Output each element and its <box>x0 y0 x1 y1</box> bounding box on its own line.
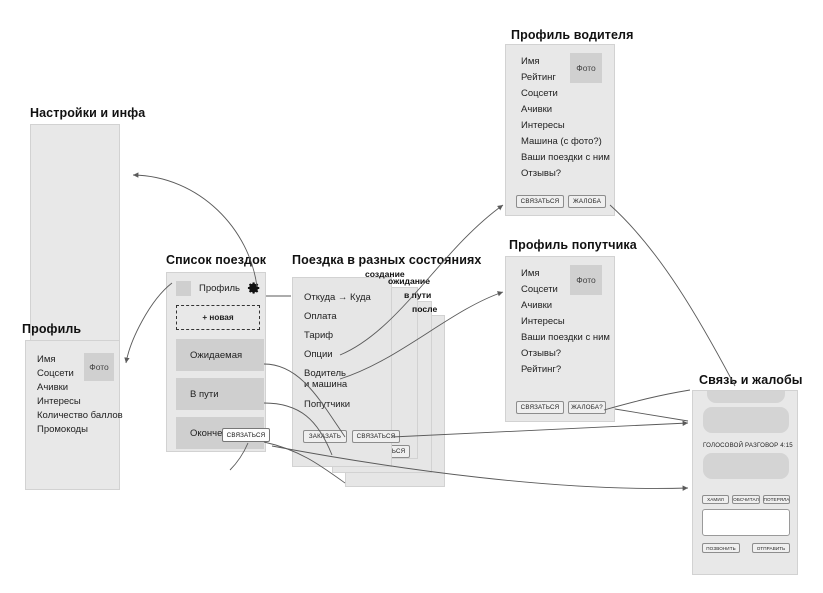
chat-bubble-incoming-2 <box>703 407 789 433</box>
trip-list-title: Список поездок <box>166 253 267 267</box>
trip-list-contact-tooltip[interactable]: СВЯЗАТЬСЯ <box>222 428 270 442</box>
passenger-field-trips: Ваши поездки с ним <box>521 332 610 343</box>
message-input[interactable] <box>702 509 790 536</box>
state-label-after: после <box>412 304 438 314</box>
gear-icon[interactable] <box>247 281 261 295</box>
profile-field-social: Соцсети <box>37 368 74 379</box>
passenger-field-achievements: Ачивки <box>521 300 553 311</box>
new-trip-button[interactable]: + новая <box>176 305 260 330</box>
passenger-contact-button[interactable]: СВЯЗАТЬСЯ <box>516 401 564 414</box>
profile-panel[interactable]: Фото Имя Соцсети Ачивки Интересы Количес… <box>25 340 123 490</box>
profile-field-name: Имя <box>37 354 56 365</box>
driver-field-trips: Ваши поездки с ним <box>521 152 610 163</box>
state-label-inprogress: в пути <box>404 290 432 300</box>
trip-field-payment: Оплата <box>304 311 337 322</box>
state-label-creation: создание <box>365 269 405 279</box>
profile-photo[interactable]: Фото <box>84 353 114 381</box>
trip-field-options: Опции <box>304 349 333 360</box>
trip-field-companions: Попутчики <box>304 399 351 410</box>
settings-panel[interactable] <box>30 124 120 356</box>
profile-field-promocodes: Промокоды <box>37 424 88 435</box>
passenger-photo[interactable]: Фото <box>570 265 602 295</box>
avatar <box>176 281 191 296</box>
complaint-tag-overcharged[interactable]: ОБСЧИТАЛ <box>732 495 760 504</box>
passenger-field-interests: Интересы <box>521 316 565 327</box>
passenger-field-name: Имя <box>521 268 540 279</box>
passenger-profile-panel[interactable]: Фото Имя Соцсети Ачивки Интересы Ваши по… <box>505 256 615 422</box>
profile-panel-title: Профиль <box>22 322 82 336</box>
passenger-field-social: Соцсети <box>521 284 558 295</box>
passenger-complaint-button[interactable]: ЖАЛОБА? <box>568 401 606 414</box>
complaint-tag-rude[interactable]: ХАМИЛ <box>702 495 729 504</box>
trip-list-panel[interactable]: Профиль + новая Ожидаемая В пути Окончен <box>166 272 266 452</box>
driver-photo[interactable]: Фото <box>570 53 602 83</box>
driver-profile-panel[interactable]: Фото Имя Рейтинг Соцсети Ачивки Интересы… <box>505 44 615 216</box>
send-button[interactable]: ОТПРАВИТЬ <box>752 543 790 553</box>
call-button[interactable]: ПОЗВОНИТЬ <box>702 543 740 553</box>
driver-field-social: Соцсети <box>521 88 558 99</box>
chat-bubble-incoming-3 <box>703 453 789 479</box>
driver-field-interests: Интересы <box>521 120 565 131</box>
settings-panel-title: Настройки и инфа <box>30 106 146 120</box>
profile-field-points: Количество баллов <box>37 410 123 421</box>
chat-bubble-incoming-1 <box>707 391 785 403</box>
driver-field-rating: Рейтинг <box>521 72 556 83</box>
driver-complaint-button[interactable]: ЖАЛОБА <box>568 195 606 208</box>
trip-states-title: Поездка в разных состояниях <box>292 253 482 267</box>
trip-field-tariff: Тариф <box>304 330 334 341</box>
driver-profile-title: Профиль водителя <box>511 28 634 42</box>
trip-field-driver-car: и машина <box>304 379 348 390</box>
complaint-tag-lost[interactable]: ПОТЕРЯЛА <box>763 495 790 504</box>
profile-field-achievements: Ачивки <box>37 382 69 393</box>
driver-field-achievements: Ачивки <box>521 104 553 115</box>
contact-button-creation[interactable]: СВЯЗАТЬСЯ <box>352 430 400 443</box>
trip-field-route: Откуда → Куда <box>304 292 371 303</box>
passenger-field-reviews: Отзывы? <box>521 348 562 359</box>
passenger-profile-title: Профиль попутчика <box>509 238 637 252</box>
profile-field-interests: Интересы <box>37 396 81 407</box>
trip-list-profile-label: Профиль <box>199 283 241 294</box>
trip-list-profile-row[interactable]: Профиль <box>176 281 240 296</box>
driver-field-reviews: Отзывы? <box>521 168 562 179</box>
passenger-field-rating: Рейтинг? <box>521 364 562 375</box>
trip-list-item-inprogress[interactable]: В пути <box>176 378 264 410</box>
contact-panel-title: Связь и жалобы <box>699 373 803 387</box>
trip-state-card-creation[interactable]: Откуда → Куда Оплата Тариф Опции Водител… <box>292 277 400 467</box>
contact-panel[interactable]: ГОЛОСОВОЙ РАЗГОВОР 4:15 ХАМИЛ ОБСЧИТАЛ П… <box>692 390 798 575</box>
voice-call-label: ГОЛОСОВОЙ РАЗГОВОР 4:15 <box>703 442 793 449</box>
driver-field-name: Имя <box>521 56 540 67</box>
trip-list-item-expected[interactable]: Ожидаемая <box>176 339 264 371</box>
driver-contact-button[interactable]: СВЯЗАТЬСЯ <box>516 195 564 208</box>
driver-field-car: Машина (с фото?) <box>521 136 602 147</box>
order-button[interactable]: ЗАКАЗАТЬ <box>303 430 347 443</box>
